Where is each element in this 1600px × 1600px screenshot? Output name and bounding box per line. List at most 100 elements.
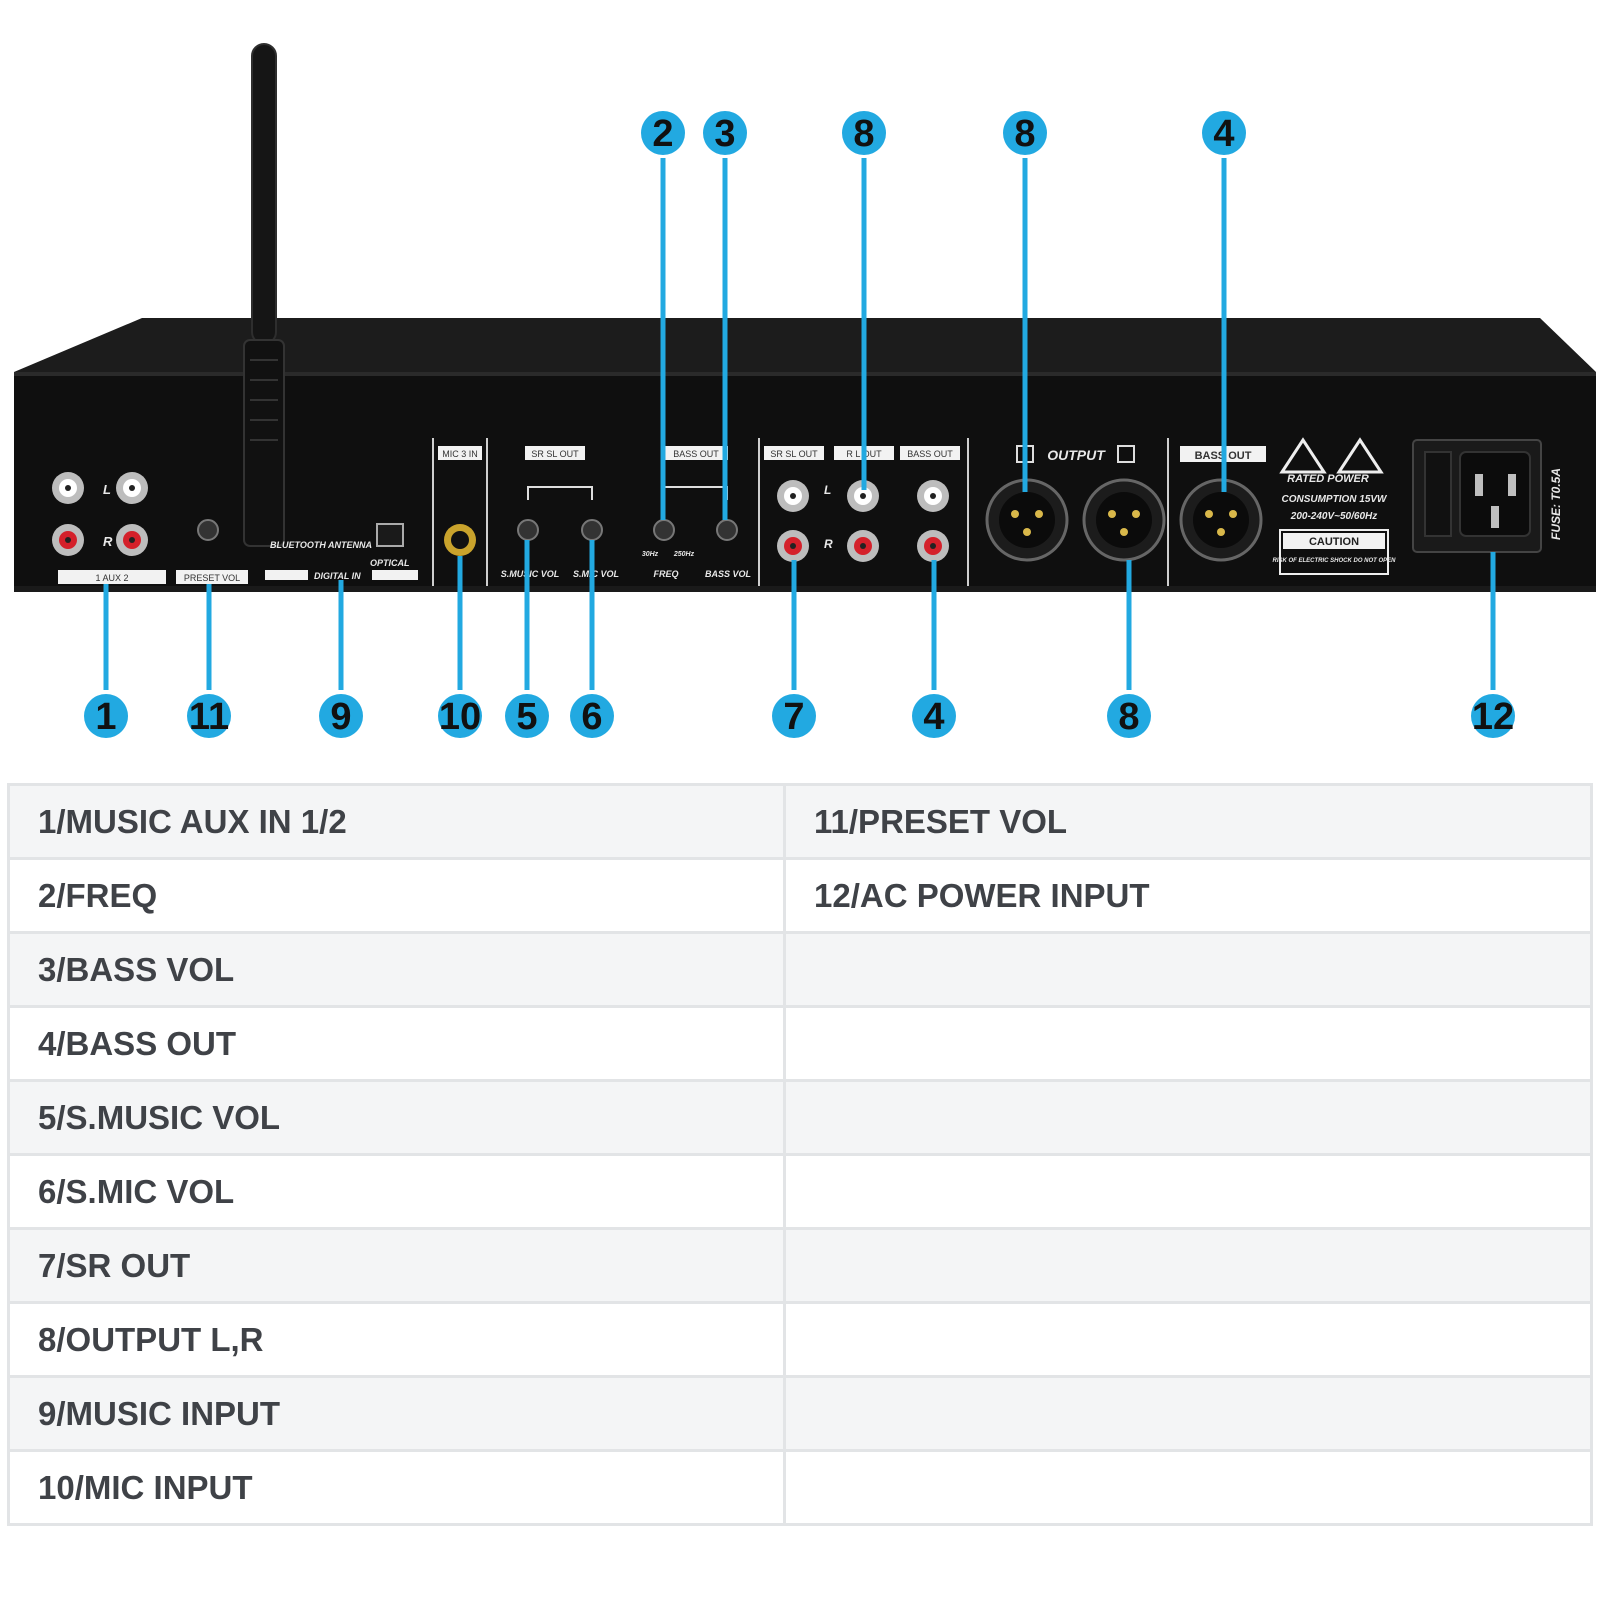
- s-music-vol-knob: [517, 519, 539, 541]
- callout-number: 8: [853, 113, 874, 155]
- legend-cell: 8/OUTPUT L,R: [7, 1301, 786, 1378]
- callout-badge: [187, 694, 231, 738]
- callout-badge: [1471, 694, 1515, 738]
- mic-in-label: MIC 3 IN: [442, 449, 478, 459]
- callout-badge: [570, 694, 614, 738]
- callout-number: 10: [439, 696, 481, 738]
- aux-jacks: [52, 472, 148, 556]
- caution-label: CAUTION: [1309, 536, 1359, 548]
- legend-cell: [783, 1301, 1593, 1378]
- legend-cell: [783, 1153, 1593, 1230]
- legend-cell: 4/BASS OUT: [7, 1005, 786, 1082]
- preset-vol-label: PRESET VOL: [184, 573, 240, 583]
- table-row: 10/MIC INPUT: [7, 1449, 1593, 1526]
- callout-badge: [1107, 694, 1151, 738]
- amplifier-rear-panel-diagram: L R 1 AUX 2 PRESET VOL BLUETOOTH ANTENNA…: [14, 43, 1596, 738]
- callout-leader-lines: [103, 158, 1496, 690]
- legend-cell: 12/AC POWER INPUT: [783, 857, 1593, 934]
- callout-number: 5: [516, 696, 537, 738]
- callout-number: 8: [1118, 696, 1139, 738]
- legend-cell: [783, 1005, 1593, 1082]
- legend-cell: [783, 931, 1593, 1008]
- rated-power-label: RATED POWER: [1287, 473, 1369, 485]
- callout-badge: [703, 111, 747, 155]
- legend-cell: 1/MUSIC AUX IN 1/2: [7, 783, 786, 860]
- aux-left-label: L: [103, 482, 111, 497]
- xlr-outputs: [985, 478, 1263, 562]
- table-row: 4/BASS OUT: [7, 1005, 1593, 1082]
- legend-cell: 10/MIC INPUT: [7, 1449, 786, 1526]
- legend-cell: [783, 1227, 1593, 1304]
- sr-sl-out-b-label: SR SL OUT: [770, 449, 818, 459]
- legend-cell: 11/PRESET VOL: [783, 783, 1593, 860]
- optical-port: [376, 523, 404, 547]
- table-row: 8/OUTPUT L,R: [7, 1301, 1593, 1378]
- callout-number: 2: [652, 113, 673, 155]
- legend-cell: 6/S.MIC VOL: [7, 1153, 786, 1230]
- bluetooth-label: BLUETOOTH ANTENNA: [270, 540, 372, 550]
- bass-out-a-label: BASS OUT: [673, 449, 719, 459]
- fuse-label: FUSE: T0.5A: [1549, 468, 1563, 540]
- callout-number: 12: [1472, 696, 1514, 738]
- table-row: 9/MUSIC INPUT: [7, 1375, 1593, 1452]
- preset-vol-knob: [197, 519, 219, 541]
- freq-low-label: 30Hz: [642, 551, 659, 558]
- freq-knob: [653, 519, 675, 541]
- callout-number: 8: [1014, 113, 1035, 155]
- bluetooth-antenna: [243, 43, 285, 547]
- freq-label: FREQ: [653, 569, 678, 579]
- sr-sl-out-label: SR SL OUT: [531, 449, 579, 459]
- s-mic-vol-knob: [581, 519, 603, 541]
- bass-vol-label: BASS VOL: [705, 569, 751, 579]
- out-right-label: R: [824, 537, 833, 551]
- callout-number: 4: [923, 696, 944, 738]
- callout-badge: [319, 694, 363, 738]
- digital-in-label: DIGITAL IN: [314, 571, 361, 581]
- out-left-label: L: [824, 483, 831, 497]
- callout-number: 4: [1213, 113, 1234, 155]
- callouts-top: 2 3 8 8 4: [641, 111, 1246, 155]
- warning-icon-2: [1336, 437, 1384, 474]
- table-row: 6/S.MIC VOL: [7, 1153, 1593, 1230]
- chassis-top: [14, 318, 1596, 372]
- callout-badge: [505, 694, 549, 738]
- callout-number: 11: [189, 696, 229, 738]
- warning-icon: [1279, 437, 1327, 474]
- legend-cell: 3/BASS VOL: [7, 931, 786, 1008]
- callout-badge: [842, 111, 886, 155]
- table-row: 7/SR OUT: [7, 1227, 1593, 1304]
- legend-cell: [783, 1449, 1593, 1526]
- callout-badge: [772, 694, 816, 738]
- output-rca-jacks: [777, 480, 949, 562]
- consumption-label: CONSUMPTION 15VW: [1281, 494, 1388, 505]
- caution-note: RISK OF ELECTRIC SHOCK DO NOT OPEN: [1272, 558, 1396, 564]
- callout-number: 7: [783, 696, 804, 738]
- bass-vol-knob: [716, 519, 738, 541]
- table-row: 3/BASS VOL: [7, 931, 1593, 1008]
- legend-cell: 2/FREQ: [7, 857, 786, 934]
- legend-cell: [783, 1375, 1593, 1452]
- callout-badge: [84, 694, 128, 738]
- optical-label: OPTICAL: [370, 558, 410, 568]
- callout-badge: [641, 111, 685, 155]
- legend-cell: 7/SR OUT: [7, 1227, 786, 1304]
- table-row: 5/S.MUSIC VOL: [7, 1079, 1593, 1156]
- aux-label: 1 AUX 2: [95, 573, 128, 583]
- callout-badge: [1202, 111, 1246, 155]
- callout-badge: [438, 694, 482, 738]
- callout-number: 1: [95, 696, 116, 738]
- callouts-bottom: 1 11 9 10 5 6 7 4 8 12: [84, 694, 1515, 738]
- callout-number: 3: [714, 113, 735, 155]
- voltage-label: 200-240V~50/60Hz: [1290, 511, 1377, 522]
- aux-right-label: R: [103, 534, 113, 549]
- callout-badge: [912, 694, 956, 738]
- callout-badge: [1003, 111, 1047, 155]
- freq-high-label: 250Hz: [673, 551, 695, 558]
- callout-number: 9: [330, 696, 351, 738]
- callout-number: 6: [581, 696, 602, 738]
- ac-power-inlet: [1412, 439, 1542, 553]
- output-label: OUTPUT: [1047, 447, 1106, 463]
